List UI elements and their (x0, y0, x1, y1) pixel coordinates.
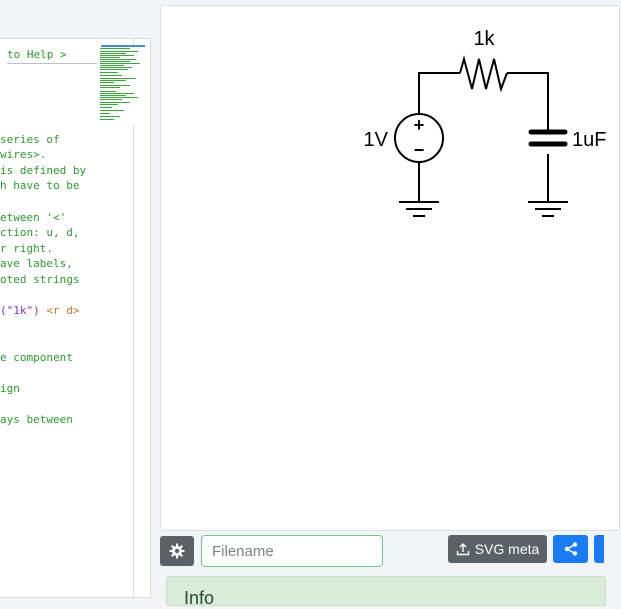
minimap-viewport[interactable] (101, 45, 145, 47)
circuit-schematic: + − 1k 1V 1uF (364, 28, 606, 217)
filename-input[interactable] (201, 535, 383, 567)
gear-icon (169, 543, 185, 559)
code-editor[interactable]: to Help > series of wires>. is defined b… (0, 38, 151, 598)
code-line: ction: u, d, (0, 226, 80, 239)
code-minimap[interactable] (99, 45, 145, 125)
code-line: to Help > (7, 47, 97, 64)
resistor (459, 55, 508, 93)
capacitor (528, 129, 568, 147)
svg-meta-button[interactable]: SVG meta (448, 535, 547, 563)
ground-right (528, 201, 568, 217)
svg-meta-label: SVG meta (474, 541, 540, 557)
code-line: is defined by (0, 164, 87, 177)
source-label: 1V (364, 129, 389, 151)
code-line: wires>. (0, 148, 47, 161)
code-line: ays between (0, 413, 73, 426)
code-line: ave labels, (0, 257, 73, 270)
plus-sign: + (414, 115, 425, 135)
upload-icon (456, 543, 469, 556)
code-line: series of (0, 133, 60, 146)
code-line: r right. (0, 242, 53, 255)
toolbar-button-clipped[interactable] (594, 535, 604, 563)
code-area[interactable]: to Help > series of wires>. is defined b… (0, 39, 98, 597)
share-button[interactable] (553, 535, 588, 563)
code-line: e component (0, 351, 73, 364)
wire (418, 72, 460, 114)
code-tag: <r d> (46, 304, 80, 317)
schematic-view: + − 1k 1V 1uF (160, 5, 620, 531)
info-panel: Info (166, 576, 606, 608)
share-icon (564, 542, 577, 556)
settings-button[interactable] (160, 536, 194, 566)
editor-scrollbar[interactable] (133, 39, 134, 597)
ground-left (399, 201, 439, 217)
code-string: ("1k") (0, 304, 40, 317)
minus-sign: − (414, 140, 425, 160)
code-line: h have to be (0, 179, 80, 192)
wire (507, 72, 549, 130)
capacitor-label: 1uF (572, 129, 606, 151)
code-line: oted strings (0, 273, 80, 286)
code-line: ign (0, 382, 20, 395)
code-line: etween '<' (0, 211, 67, 224)
resistor-label: 1k (473, 28, 495, 50)
info-title: Info (184, 588, 215, 608)
code-line-component: ("1k") <r d> (0, 303, 80, 318)
